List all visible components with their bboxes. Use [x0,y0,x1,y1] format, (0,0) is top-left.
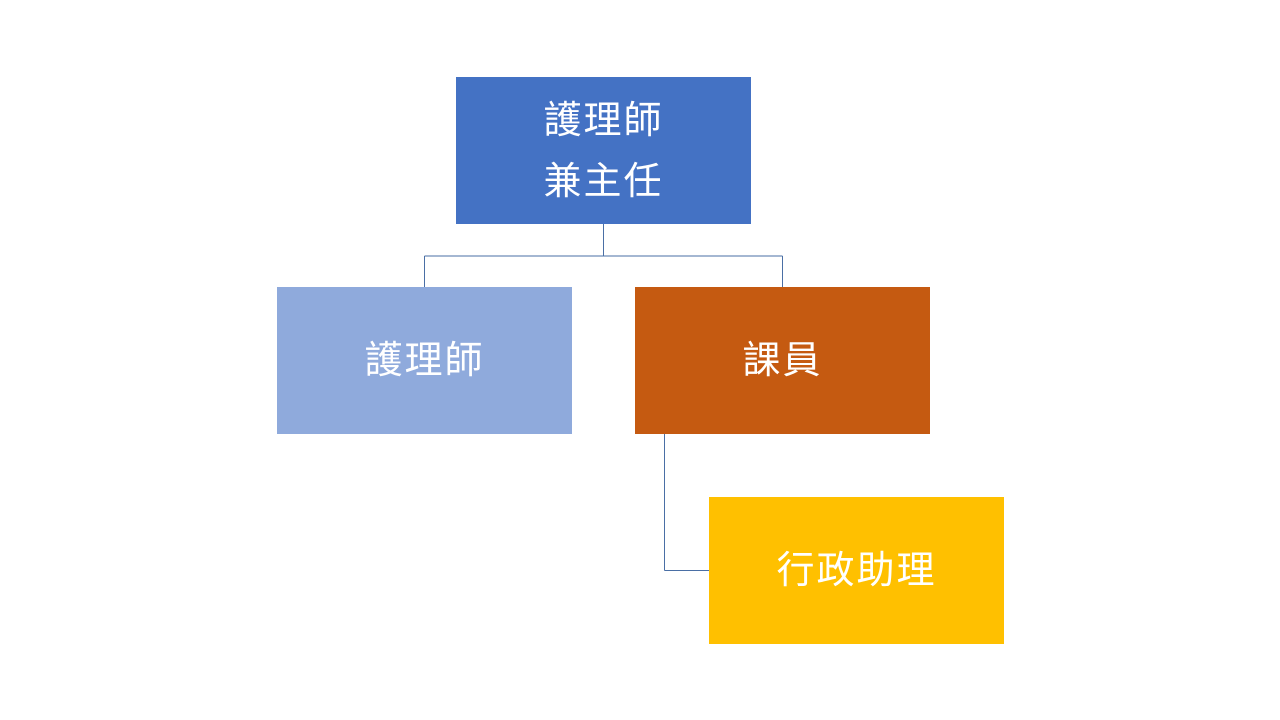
org-node-administrative-assistant: 行政助理 [709,497,1004,644]
org-node-head-nurse-director: 護理師 兼主任 [456,77,751,224]
org-node-label: 課員 [742,338,823,383]
org-node-staff-member: 課員 [635,287,930,434]
org-node-nurse: 護理師 [277,287,572,434]
org-node-label: 護理師 [364,338,485,383]
org-node-label: 護理師 兼主任 [543,97,664,203]
org-node-label: 行政助理 [776,548,937,593]
